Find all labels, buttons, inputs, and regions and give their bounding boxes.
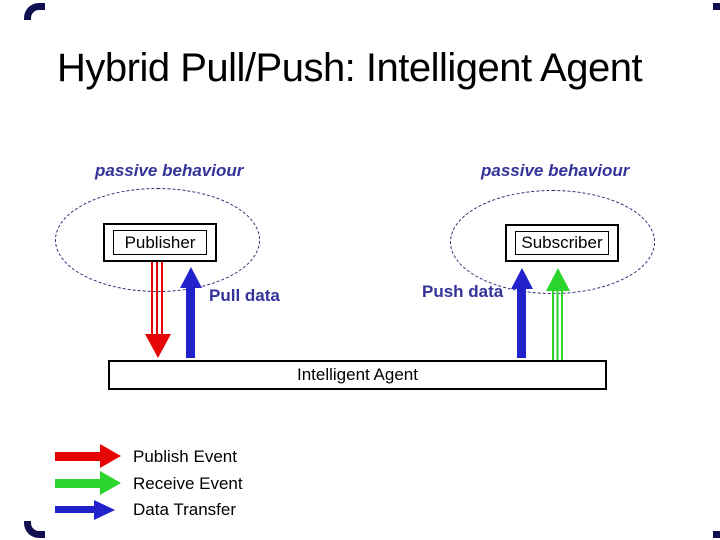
publish-event-arrow-head-icon: [145, 334, 171, 358]
pull-data-arrow-shaft-icon: [186, 287, 195, 358]
intelligent-agent-label: Intelligent Agent: [297, 365, 418, 384]
intelligent-agent-box: Intelligent Agent: [108, 360, 607, 390]
subscriber-box: Subscriber: [505, 224, 619, 262]
push-data-arrow-head-icon: [511, 268, 533, 289]
subscriber-box-inner: Subscriber: [515, 231, 609, 255]
slide-title: Hybrid Pull/Push: Intelligent Agent: [57, 46, 643, 90]
legend-publish-arrow-icon: [55, 452, 101, 461]
legend-publish-arrow-head-icon: [100, 444, 121, 468]
pull-data-arrow-head-icon: [180, 267, 202, 288]
publisher-box: Publisher: [103, 223, 217, 262]
legend-receive-arrow-head-icon: [100, 471, 121, 495]
corner-mark-bottom-left-icon: [24, 521, 45, 538]
publish-event-arrow-shaft-icon: [151, 262, 163, 335]
legend-receive-arrow-icon: [55, 479, 101, 488]
legend-data-transfer-label: Data Transfer: [133, 500, 236, 519]
subscriber-label: Subscriber: [521, 233, 603, 252]
subscriber-passive-behaviour-label: passive behaviour: [481, 161, 630, 180]
legend-publish-event-label: Publish Event: [133, 447, 237, 466]
publisher-label: Publisher: [124, 232, 196, 252]
legend-transfer-arrow-icon: [55, 506, 95, 513]
corner-mark-top-right-icon: [713, 3, 720, 20]
corner-mark-bottom-right-icon: [713, 521, 720, 538]
push-data-arrow-shaft-icon: [517, 288, 526, 358]
legend-receive-event-label: Receive Event: [133, 474, 243, 493]
receive-event-arrow-shaft-icon: [552, 290, 563, 360]
corner-mark-top-left-icon: [24, 3, 45, 20]
publisher-passive-behaviour-label: passive behaviour: [95, 161, 244, 180]
publisher-box-inner: Publisher: [113, 230, 207, 255]
receive-event-arrow-head-icon: [546, 268, 570, 291]
pull-data-label: Pull data: [209, 286, 280, 305]
push-data-label: Push data: [422, 282, 504, 301]
legend-transfer-arrow-head-icon: [94, 500, 115, 520]
